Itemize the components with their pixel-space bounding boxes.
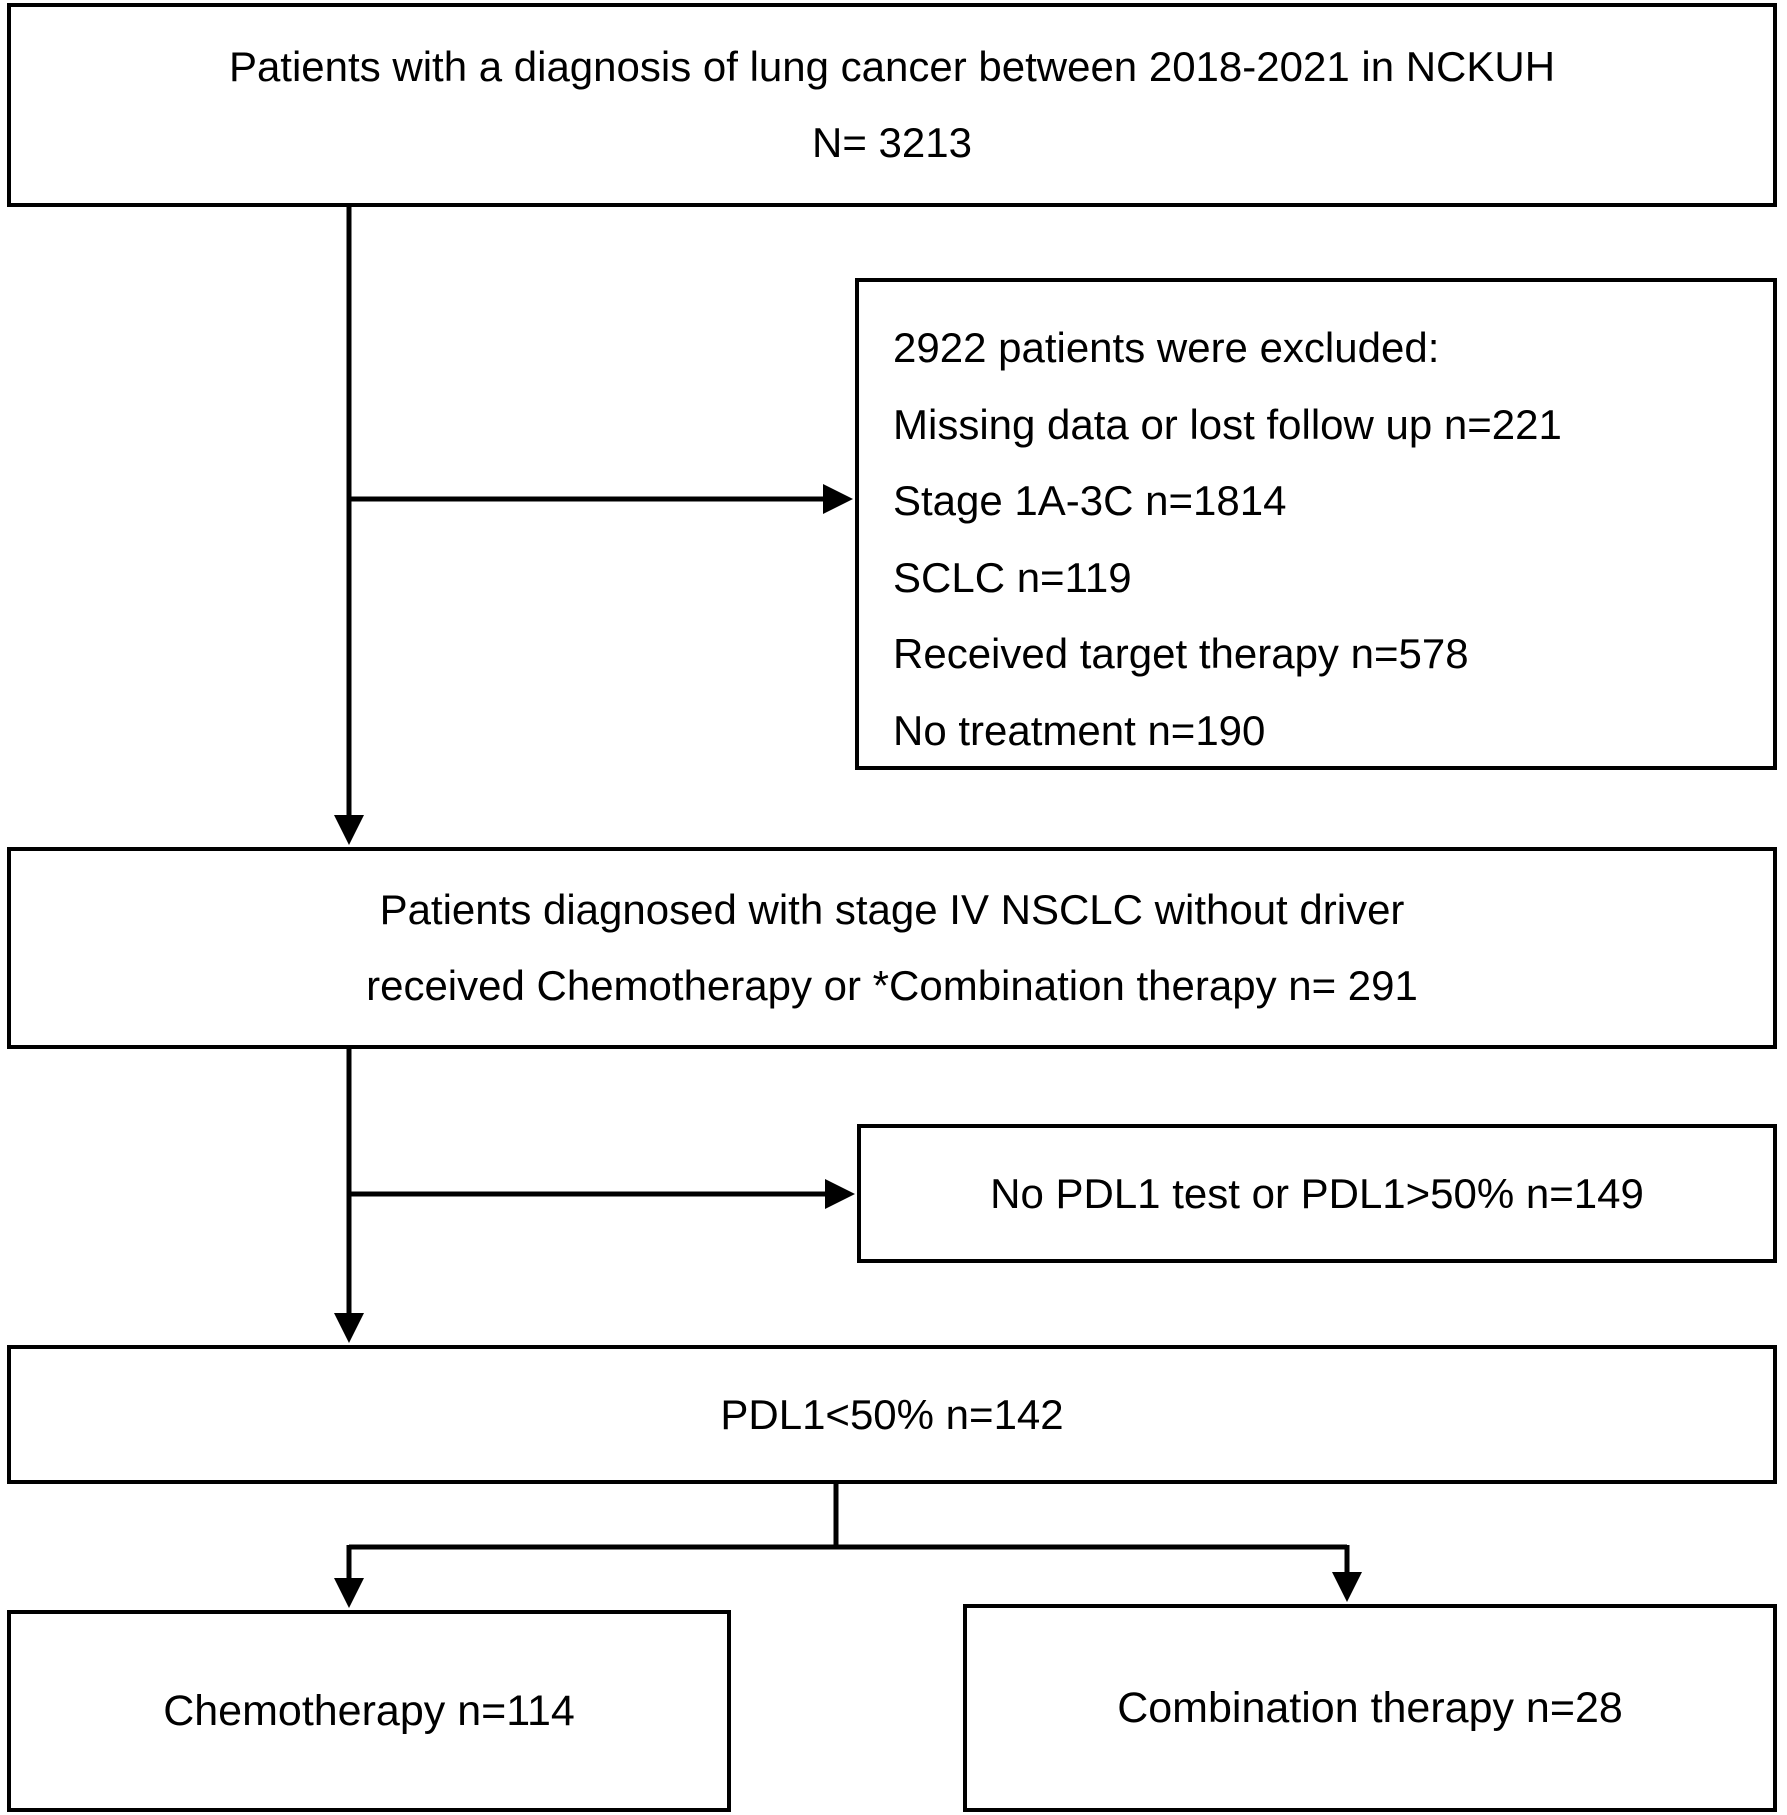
exclusion-box: 2922 patients were excluded: Missing dat… xyxy=(855,278,1777,770)
exclusion-item: No treatment n=190 xyxy=(893,706,1266,754)
all-patients-line1: Patients with a diagnosis of lung cancer… xyxy=(228,43,1556,90)
stage4-nsclc-box: Patients diagnosed with stage IV NSCLC w… xyxy=(7,847,1777,1049)
pdl1-exclusion-text: No PDL1 test or PDL1>50% n=149 xyxy=(990,1169,1644,1217)
exclusion-item: Received target therapy n=578 xyxy=(893,630,1469,677)
stage4-line1: Patients diagnosed with stage IV NSCLC w… xyxy=(379,886,1405,933)
pdl1-below-50-box: PDL1<50% n=142 xyxy=(7,1345,1777,1484)
combination-therapy-text: Combination therapy n=28 xyxy=(1117,1684,1623,1732)
exclusion-item: SCLC n=119 xyxy=(893,553,1132,601)
exclusion-item: Missing data or lost follow up n=221 xyxy=(893,400,1562,448)
all-patients-box: Patients with a diagnosis of lung cancer… xyxy=(7,3,1777,207)
exclusion-item: Stage 1A-3C n=1814 xyxy=(893,477,1287,524)
all-patients-count: N= 3213 xyxy=(812,119,972,166)
combination-therapy-box: Combination therapy n=28 xyxy=(963,1604,1777,1812)
pdl1-exclusion-box: No PDL1 test or PDL1>50% n=149 xyxy=(857,1124,1777,1263)
stage4-line2: received Chemotherapy or *Combination th… xyxy=(366,962,1418,1009)
chemotherapy-text: Chemotherapy n=114 xyxy=(163,1687,575,1735)
exclusion-heading: 2922 patients were excluded: xyxy=(893,324,1440,371)
pdl1-below-50-text: PDL1<50% n=142 xyxy=(720,1390,1064,1438)
chemotherapy-box: Chemotherapy n=114 xyxy=(7,1610,731,1812)
